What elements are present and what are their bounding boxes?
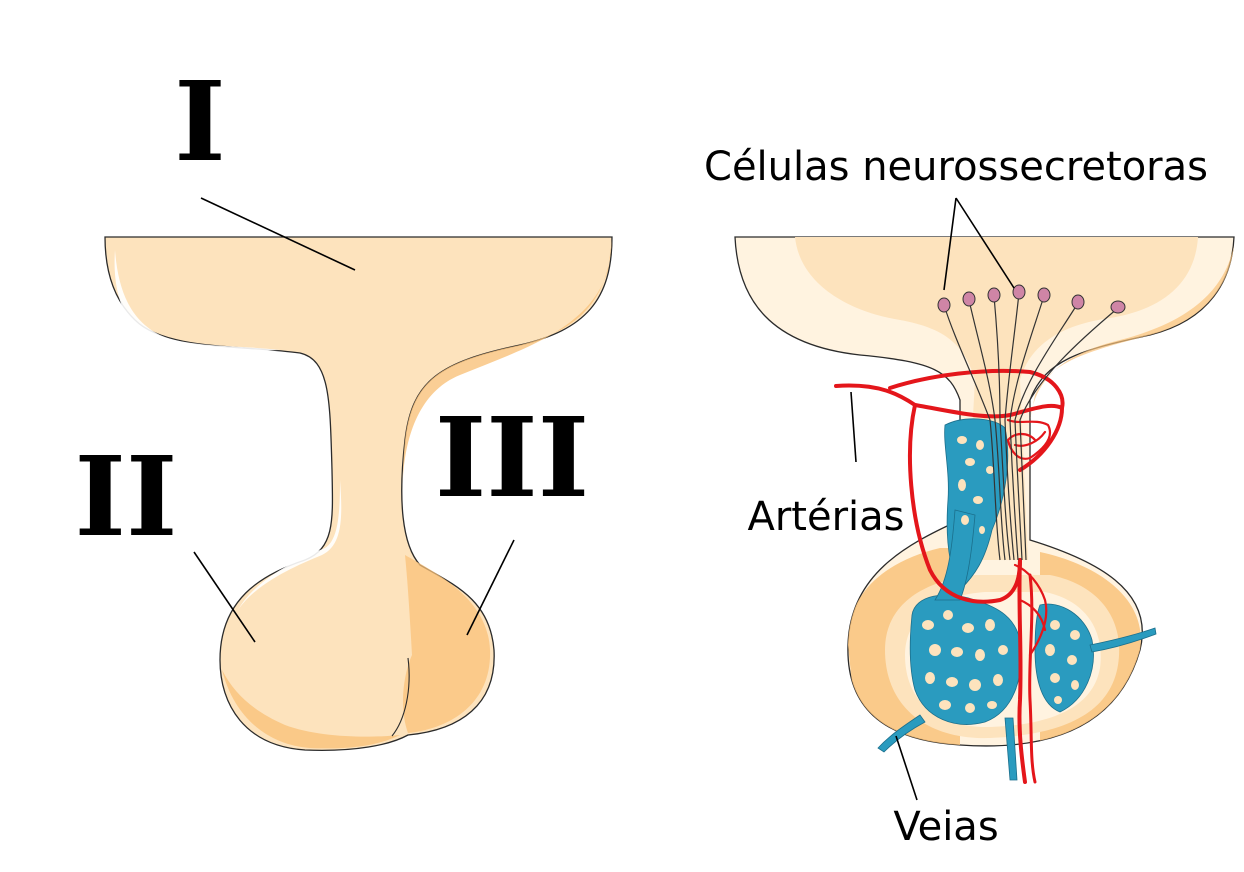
vein-portal-lower [909,594,1022,725]
cell-body [1110,300,1126,314]
left-shoulder-shade [402,240,612,520]
left-posterior-lobe-shade [403,555,491,733]
label-I: I [174,57,225,186]
label-III: III [435,393,589,522]
label-arteries: Artérias [747,494,904,540]
vein-exit-bottom [1004,717,1018,781]
label-II: II [75,432,178,561]
artery-loop-left [908,403,1022,604]
leader-line-III [466,539,515,636]
cell-body [1071,294,1085,310]
label-veins: Veias [893,804,998,850]
artery-plexus-lower [1013,563,1048,657]
left-highlight-stalk [238,480,342,610]
artery-inferior-2 [1028,573,1037,784]
neurosecretory-cell-bodies [937,284,1126,314]
leader-line-neurosecretory [943,197,1015,291]
right-hypothalamus-inner [795,237,1198,380]
cell-body [962,291,976,307]
leader-line-II [193,551,256,643]
left-anterior-lobe-shade [222,670,400,749]
artery-superior [834,383,1065,472]
vein-trunk [934,509,976,601]
label-neurosecretory-cells: Células neurossecretoras [704,144,1208,190]
vein-exit-right [1089,627,1157,653]
leader-line-veins [895,735,918,801]
vein-mesh-holes [922,436,1080,713]
left-lobe-cleft [391,657,410,737]
arteries-network [834,368,1065,784]
leader-line-arteries [850,391,857,463]
artery-arc-top [888,368,1065,410]
neuron-axons [943,292,1119,561]
cell-body [1037,287,1051,303]
vein-exit-left [877,714,926,753]
leader-line-I [200,197,356,271]
cell-body [1012,284,1026,300]
cell-body [937,297,951,313]
right-leader-lines [850,197,1015,801]
left-gland [104,236,613,751]
cell-body [987,287,1001,303]
